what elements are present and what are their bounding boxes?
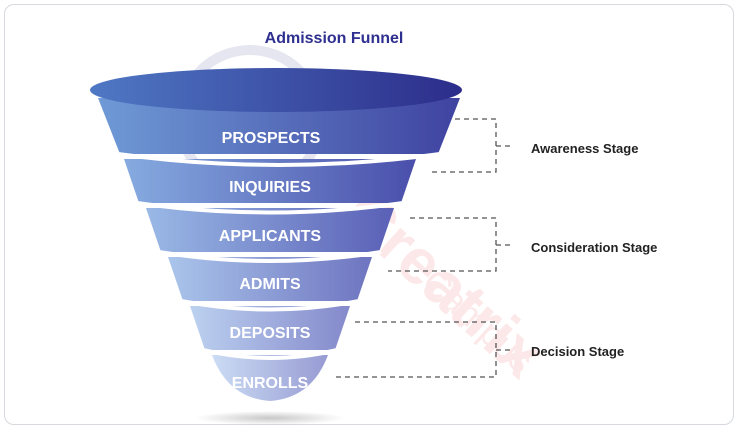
funnel-layer-prospects xyxy=(98,98,460,154)
layer-separators xyxy=(117,152,441,360)
layer-label-prospects: PROSPECTS xyxy=(222,130,321,147)
funnel-shadow xyxy=(195,411,345,425)
funnel-layer-deposits xyxy=(190,306,350,350)
diagram-title: Admission Funnel xyxy=(264,30,404,47)
separator-1 xyxy=(117,152,441,167)
layer-label-admits: ADMITS xyxy=(239,276,301,293)
stage-label-decision: Decision Stage xyxy=(531,344,624,359)
funnel-top-rim xyxy=(90,68,462,112)
funnel-layer-enrolls xyxy=(212,355,328,401)
stage-label-consideration: Consideration Stage xyxy=(531,240,657,255)
layer-label-enrolls: ENROLLS xyxy=(232,375,309,392)
funnel-layer-applicants xyxy=(146,208,394,252)
stage-brackets xyxy=(334,118,514,378)
layer-label-applicants: APPLICANTS xyxy=(219,228,322,245)
separator-4 xyxy=(180,299,360,312)
stage-label-awareness: Awareness Stage xyxy=(531,141,638,156)
separator-3 xyxy=(158,250,382,263)
separator-2 xyxy=(136,201,404,215)
funnel-layer-inquiries xyxy=(124,159,416,203)
layer-label-deposits: DEPOSITS xyxy=(230,325,311,342)
separator-5 xyxy=(202,348,338,360)
funnel-layer-admits xyxy=(168,257,372,301)
layer-label-inquiries: INQUIRIES xyxy=(229,179,311,196)
